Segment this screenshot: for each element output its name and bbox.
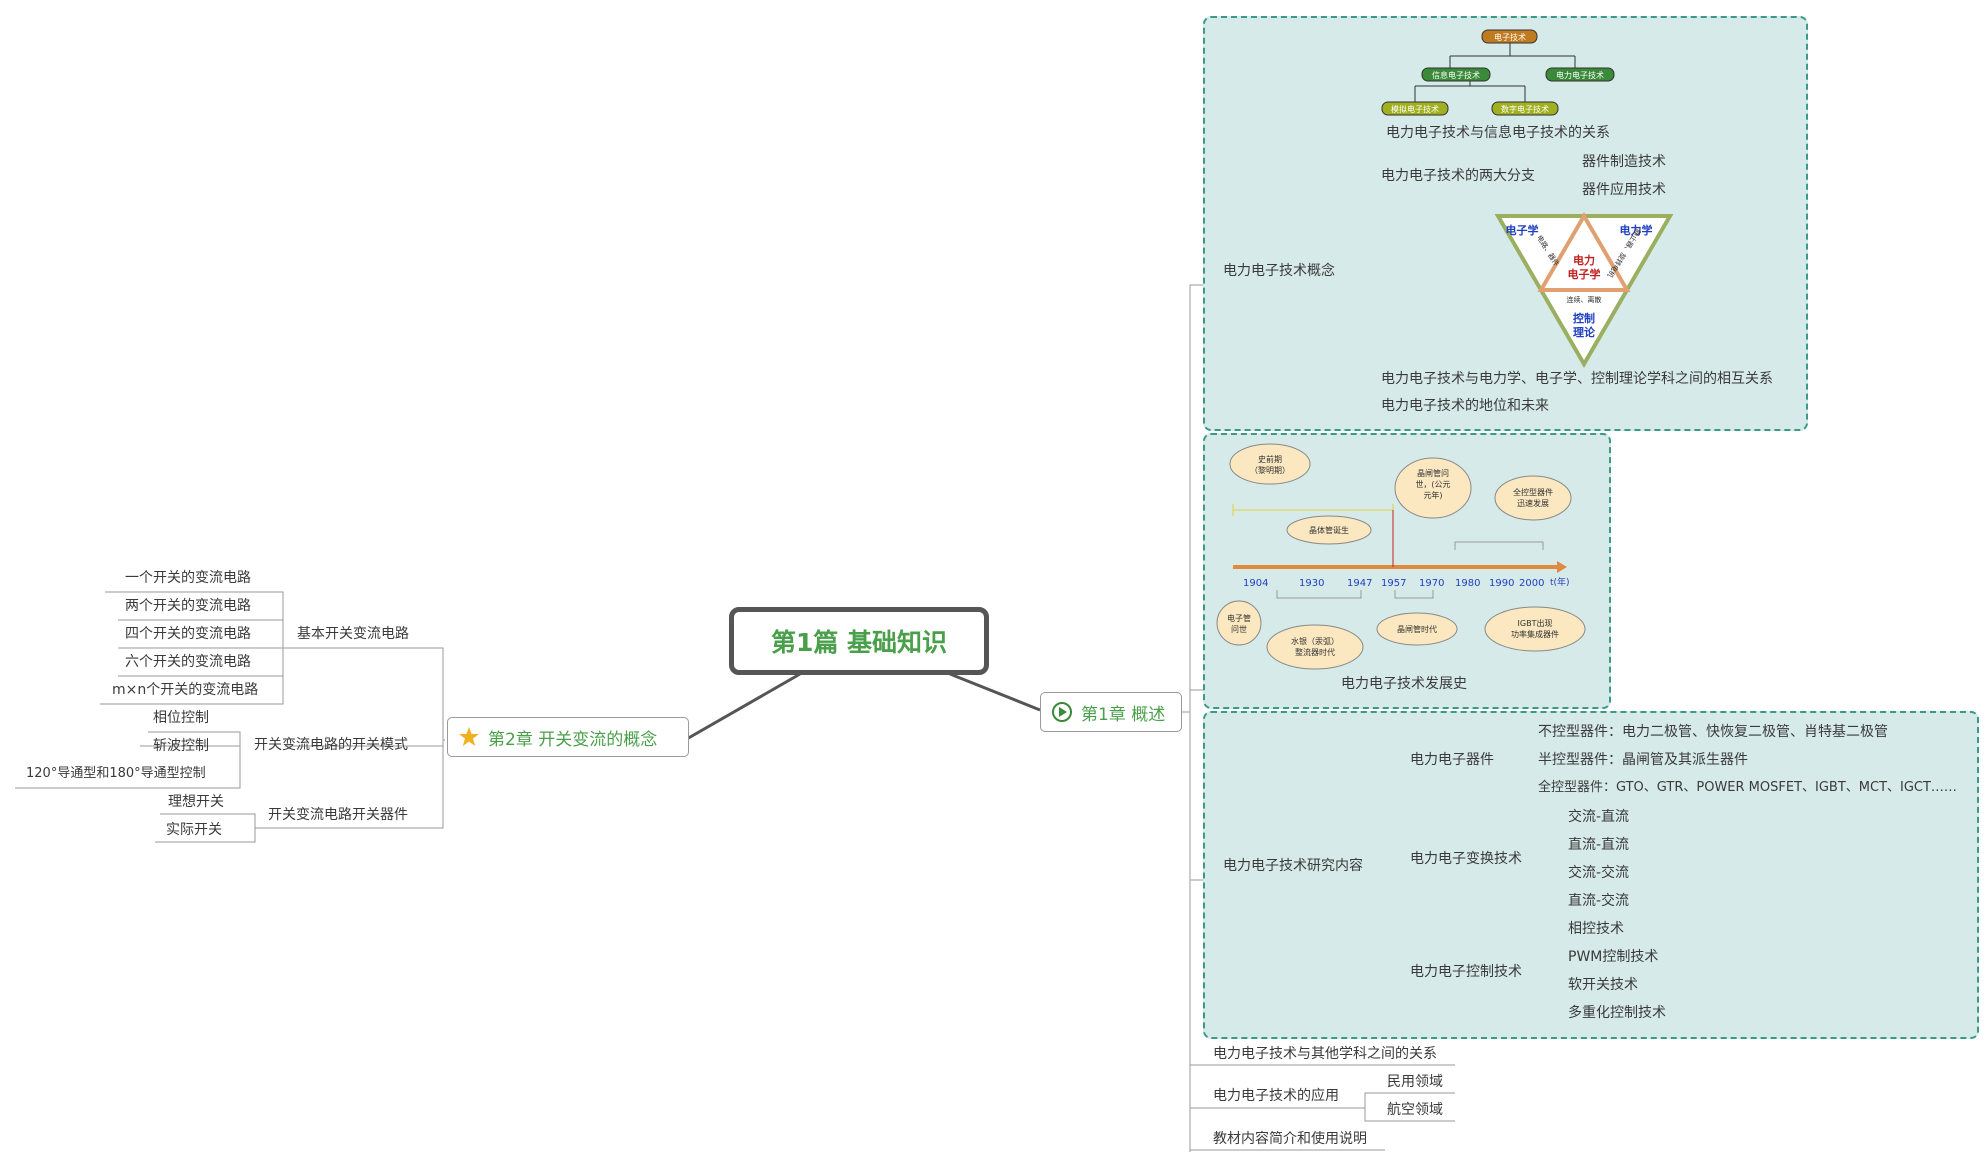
year-2000: 2000 bbox=[1519, 578, 1544, 589]
relation-other-label[interactable]: 电力电子技术与其他学科之间的关系 bbox=[1213, 1046, 1437, 1062]
history-timeline-image: 1904 1930 1947 1957 1970 1980 1990 2000 … bbox=[1216, 443, 1586, 670]
discipline-triangle-image: 电子学 电力学 电力 电子学 控制 理论 电路、器件 静止器、旋转电机 连续、离… bbox=[1494, 212, 1674, 368]
tree-bottom-left-label: 模拟电子技术 bbox=[1391, 104, 1439, 114]
chapter2-topic[interactable]: 第2章 开关变流的概念 bbox=[447, 717, 689, 757]
root-topic[interactable]: 第1篇 基础知识 bbox=[729, 607, 989, 675]
device-uncontrolled[interactable]: 不控型器件：电力二极管、快恢复二极管、肖特基二极管 bbox=[1538, 724, 1888, 740]
electronics-tree-image: 电子技术 信息电子技术 电力电子技术 模拟电子技术 数字电子技术 bbox=[1381, 29, 1615, 116]
bubble-mercury-1: 水银（汞弧） bbox=[1291, 636, 1339, 646]
triangle-left-label: 电子学 bbox=[1506, 223, 1539, 237]
triangle-center-label-1: 电力 bbox=[1573, 253, 1595, 267]
conversion-ac-dc[interactable]: 交流-直流 bbox=[1568, 809, 1630, 825]
bubble-vacuum-2: 问世 bbox=[1231, 624, 1247, 634]
branch-application[interactable]: 器件应用技术 bbox=[1582, 182, 1666, 198]
basic-mn-switch[interactable]: m×n个开关的变流电路 bbox=[112, 682, 259, 698]
year-1990: 1990 bbox=[1489, 578, 1514, 589]
year-1970: 1970 bbox=[1419, 578, 1444, 589]
research-group bbox=[1203, 711, 1979, 1039]
status-future-label[interactable]: 电力电子技术的地位和未来 bbox=[1381, 398, 1549, 414]
conversion-label[interactable]: 电力电子变换技术 bbox=[1410, 851, 1522, 867]
bubble-mercury-2: 整流器时代 bbox=[1295, 647, 1335, 657]
application-civil[interactable]: 民用领域 bbox=[1387, 1074, 1443, 1090]
chapter2-label: 第2章 开关变流的概念 bbox=[488, 729, 658, 750]
play-circle-icon bbox=[1052, 702, 1072, 722]
branch-manufacturing[interactable]: 器件制造技术 bbox=[1582, 154, 1666, 170]
bubble-fullcontrol-2: 迅速发展 bbox=[1517, 498, 1549, 508]
conversion-dc-ac[interactable]: 直流-交流 bbox=[1568, 893, 1630, 909]
bubble-vacuum-1: 电子管 bbox=[1227, 613, 1251, 623]
tree-mid-right-label: 电力电子技术 bbox=[1556, 70, 1604, 80]
bubble-thyristor-era: 晶闸管时代 bbox=[1397, 624, 1437, 634]
device-fullcontrolled[interactable]: 全控型器件：GTO、GTR、POWER MOSFET、IGBT、MCT、IGCT… bbox=[1538, 780, 1957, 795]
basic-six-switch[interactable]: 六个开关的变流电路 bbox=[125, 654, 251, 670]
device-ideal[interactable]: 理想开关 bbox=[168, 794, 224, 810]
bubble-thyristor-2: 世，(公元 bbox=[1415, 479, 1450, 489]
history-label[interactable]: 电力电子技术发展史 bbox=[1341, 676, 1467, 692]
basic-two-switch[interactable]: 两个开关的变流电路 bbox=[125, 598, 251, 614]
textbook-label[interactable]: 教材内容简介和使用说明 bbox=[1213, 1131, 1367, 1147]
device-actual[interactable]: 实际开关 bbox=[166, 822, 222, 838]
tree-bottom-right-label: 数字电子技术 bbox=[1501, 104, 1549, 114]
relation-info-label[interactable]: 电力电子技术与信息电子技术的关系 bbox=[1386, 125, 1610, 141]
basic-one-switch[interactable]: 一个开关的变流电路 bbox=[125, 570, 251, 586]
bubble-transistor: 晶体管诞生 bbox=[1309, 525, 1349, 535]
bubble-prehistory-2: （黎明期） bbox=[1250, 465, 1290, 475]
chapter1-label: 第1章 概述 bbox=[1081, 704, 1166, 725]
axis-unit: t(年) bbox=[1550, 576, 1570, 588]
triangle-edge-bottom: 连续、离散 bbox=[1567, 295, 1602, 304]
year-1980: 1980 bbox=[1455, 578, 1480, 589]
conversion-dc-dc[interactable]: 直流-直流 bbox=[1568, 837, 1630, 853]
conversion-ac-ac[interactable]: 交流-交流 bbox=[1568, 865, 1630, 881]
control-pwm[interactable]: PWM控制技术 bbox=[1568, 949, 1659, 965]
bubble-prehistory-1: 史前期 bbox=[1258, 454, 1282, 464]
research-label[interactable]: 电力电子技术研究内容 bbox=[1223, 858, 1363, 874]
mode-phase[interactable]: 相位控制 bbox=[153, 710, 209, 726]
relation-disciplines-label[interactable]: 电力电子技术与电力学、电子学、控制理论学科之间的相互关系 bbox=[1381, 371, 1773, 387]
year-1930: 1930 bbox=[1299, 578, 1324, 589]
control-soft-switch[interactable]: 软开关技术 bbox=[1568, 977, 1638, 993]
two-branches-label[interactable]: 电力电子技术的两大分支 bbox=[1381, 168, 1535, 184]
triangle-bottom-label-2: 理论 bbox=[1573, 325, 1596, 339]
application-label[interactable]: 电力电子技术的应用 bbox=[1213, 1088, 1339, 1104]
tree-mid-left-label: 信息电子技术 bbox=[1432, 70, 1480, 80]
application-aviation[interactable]: 航空领域 bbox=[1387, 1102, 1443, 1118]
bubble-thyristor-1: 晶闸管问 bbox=[1417, 468, 1449, 478]
bubble-igbt-1: IGBT出现 bbox=[1518, 618, 1553, 628]
star-icon bbox=[459, 727, 479, 746]
triangle-center-label-2: 电子学 bbox=[1568, 267, 1601, 281]
control-multiplex[interactable]: 多重化控制技术 bbox=[1568, 1005, 1666, 1021]
bubble-igbt-2: 功率集成器件 bbox=[1511, 629, 1559, 639]
device-semicontrolled[interactable]: 半控型器件：晶闸管及其派生器件 bbox=[1538, 752, 1748, 768]
triangle-right-label: 电力学 bbox=[1620, 223, 1653, 237]
year-1957: 1957 bbox=[1381, 578, 1406, 589]
year-1947: 1947 bbox=[1347, 578, 1372, 589]
concept-label[interactable]: 电力电子技术概念 bbox=[1223, 263, 1335, 279]
control-phase[interactable]: 相控技术 bbox=[1568, 921, 1624, 937]
chapter1-topic[interactable]: 第1章 概述 bbox=[1040, 692, 1182, 732]
basic-circuits-label[interactable]: 基本开关变流电路 bbox=[297, 626, 409, 642]
control-label[interactable]: 电力电子控制技术 bbox=[1410, 964, 1522, 980]
tree-top-label: 电子技术 bbox=[1494, 32, 1526, 42]
mode-chopper[interactable]: 斩波控制 bbox=[153, 738, 209, 754]
devices-label[interactable]: 电力电子器件 bbox=[1410, 752, 1494, 768]
year-1904: 1904 bbox=[1243, 578, 1268, 589]
triangle-bottom-label-1: 控制 bbox=[1573, 311, 1595, 325]
bubble-thyristor-3: 元年) bbox=[1423, 490, 1442, 500]
bubble-fullcontrol-1: 全控型器件 bbox=[1513, 487, 1553, 497]
switch-modes-label[interactable]: 开关变流电路的开关模式 bbox=[254, 737, 408, 753]
basic-four-switch[interactable]: 四个开关的变流电路 bbox=[125, 626, 251, 642]
switch-devices-label[interactable]: 开关变流电路开关器件 bbox=[268, 807, 408, 823]
mode-120-180[interactable]: 120°导通型和180°导通型控制 bbox=[26, 766, 206, 781]
